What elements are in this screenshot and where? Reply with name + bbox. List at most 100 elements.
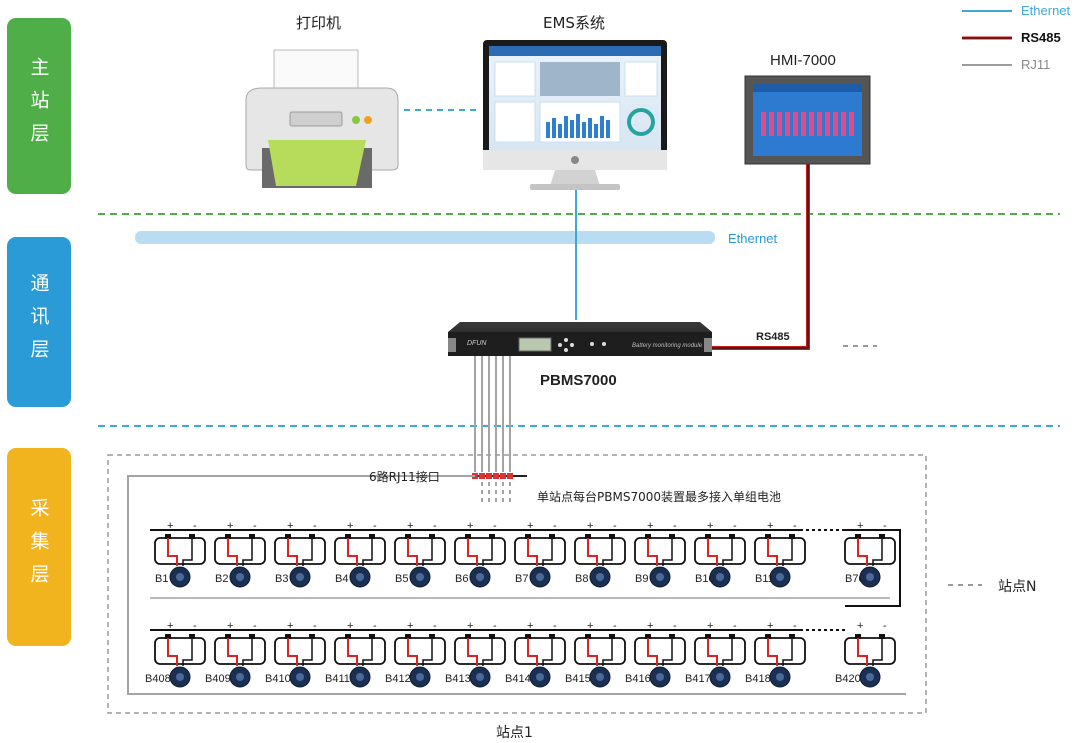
- printer-icon: [245, 49, 399, 188]
- battery-sensor-core: [776, 573, 784, 581]
- sense-wire-red: [707, 638, 718, 666]
- terminal-plus: +: [227, 620, 233, 632]
- battery-post: [549, 534, 555, 539]
- terminal-plus: +: [167, 520, 173, 532]
- battery-label: B2: [215, 573, 228, 585]
- battery-cell: +-B409: [205, 620, 266, 688]
- terminal-minus: -: [793, 520, 797, 532]
- sense-wire-red: [857, 538, 868, 566]
- battery-label: B8: [575, 573, 588, 585]
- battery-body: [454, 637, 506, 665]
- battery-post: [879, 634, 885, 639]
- sense-wire-black: [542, 538, 553, 566]
- hmi-7000-icon: [744, 75, 871, 165]
- battery-sensor-core: [716, 673, 724, 681]
- terminal-minus: -: [313, 520, 317, 532]
- sense-wire-red: [167, 538, 178, 566]
- terminal-minus: -: [673, 620, 677, 632]
- station-1-label: 站点1: [496, 725, 533, 741]
- terminal-minus: -: [553, 520, 557, 532]
- sense-wire-black: [662, 538, 673, 566]
- battery-post: [249, 634, 255, 639]
- sense-wire-black: [242, 638, 253, 666]
- terminal-plus: +: [857, 520, 863, 532]
- battery-post: [669, 634, 675, 639]
- battery-sensor-core: [356, 573, 364, 581]
- battery-body: [454, 537, 506, 565]
- battery-post: [525, 634, 531, 639]
- battery-post: [585, 634, 591, 639]
- sense-wire-red: [227, 638, 238, 666]
- sense-wire-red: [707, 538, 718, 566]
- sense-wire-red: [467, 538, 478, 566]
- legend-rj11-label: RJ11: [1021, 57, 1051, 72]
- sense-wire-black: [662, 638, 673, 666]
- terminal-minus: -: [613, 520, 617, 532]
- rj11-unused-dashes: [481, 482, 511, 506]
- battery-label: B70: [845, 573, 865, 585]
- battery-sensor-core: [176, 573, 184, 581]
- layer-master: 主站层: [7, 18, 71, 194]
- terminal-plus: +: [407, 520, 413, 532]
- battery-body: [274, 537, 326, 565]
- battery-body: [754, 537, 806, 565]
- sense-wire-black: [482, 538, 493, 566]
- battery-post: [789, 634, 795, 639]
- sense-wire-black: [242, 538, 253, 566]
- terminal-plus: +: [527, 520, 533, 532]
- layer-comm: 通讯层: [7, 237, 71, 407]
- battery-body: [214, 637, 266, 665]
- layer-master-label: 主站层: [27, 56, 50, 156]
- battery-sensor-core: [236, 573, 244, 581]
- battery-sensor-core: [356, 673, 364, 681]
- sense-wire-red: [407, 638, 418, 666]
- battery-sensor-core: [596, 573, 604, 581]
- battery-post: [309, 534, 315, 539]
- battery-post: [369, 534, 375, 539]
- battery-post: [309, 634, 315, 639]
- sense-wire-red: [857, 638, 868, 666]
- terminal-plus: +: [287, 520, 293, 532]
- layer-collect: 采集层: [7, 448, 71, 646]
- sense-wire-black: [362, 538, 373, 566]
- battery-cell: +-B5: [394, 520, 446, 588]
- battery-cell: +-B3: [274, 520, 326, 588]
- terminal-plus: +: [857, 620, 863, 632]
- terminal-plus: +: [587, 520, 593, 532]
- rj11-port-label: 6路RJ11接口: [369, 470, 440, 484]
- ems-label: EMS系统: [543, 14, 605, 32]
- battery-body: [844, 537, 896, 565]
- battery-label: B408: [145, 673, 171, 685]
- battery-post: [285, 634, 291, 639]
- sense-wire-black: [602, 538, 613, 566]
- terminal-minus: -: [373, 620, 377, 632]
- battery-post: [609, 534, 615, 539]
- battery-cell: +-B420: [835, 620, 896, 688]
- battery-post: [405, 534, 411, 539]
- battery-sensor-core: [476, 573, 484, 581]
- pbms-label: PBMS7000: [540, 372, 617, 389]
- terminal-minus: -: [493, 620, 497, 632]
- battery-cell: +-B418: [745, 620, 806, 688]
- battery-cell: +-B9: [634, 520, 686, 588]
- layer-comm-label: 通讯层: [27, 272, 50, 372]
- ethernet-bus: [135, 231, 715, 244]
- terminal-plus: +: [527, 620, 533, 632]
- sense-wire-black: [782, 538, 793, 566]
- battery-post: [189, 534, 195, 539]
- sense-wire-black: [302, 538, 313, 566]
- battery-cell: +-B414: [505, 620, 566, 688]
- battery-label: B7: [515, 573, 528, 585]
- battery-body: [844, 637, 896, 665]
- sense-wire-red: [647, 538, 658, 566]
- battery-post: [225, 634, 231, 639]
- sense-wire-red: [347, 638, 358, 666]
- battery-post: [165, 634, 171, 639]
- terminal-minus: -: [613, 620, 617, 632]
- sense-wire-red: [767, 638, 778, 666]
- sense-wire-red: [287, 638, 298, 666]
- battery-sensor-core: [416, 573, 424, 581]
- terminal-minus: -: [553, 620, 557, 632]
- battery-post: [465, 534, 471, 539]
- battery-post: [405, 634, 411, 639]
